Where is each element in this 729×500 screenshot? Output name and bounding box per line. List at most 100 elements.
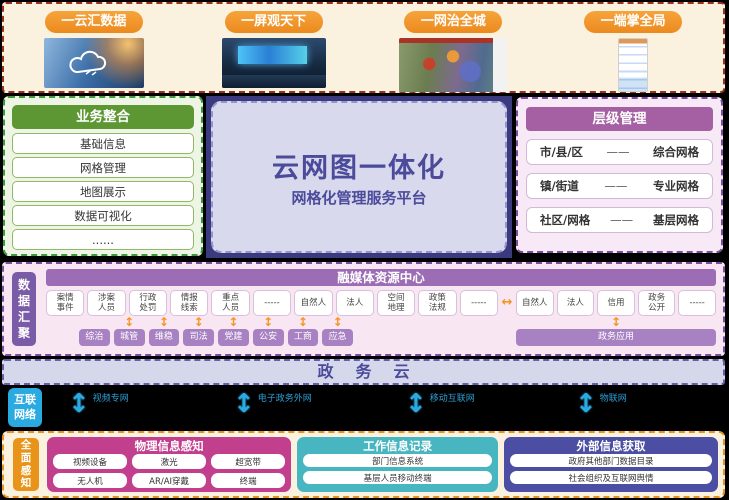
- hierarchy-rows: 市/县/区 —— 综合网格 镇/街道 —— 专业网格 社区/网格 —— 基层网格: [526, 131, 713, 241]
- updown-arrow-icon: ↕: [124, 315, 135, 329]
- work-item-dept-system: 部门信息系统: [303, 454, 492, 467]
- data-box-admin-penalty: 行政 处罚: [128, 290, 168, 316]
- top-button-screen-view[interactable]: 一屏观天下: [224, 11, 323, 33]
- data-box-credit: 信用: [597, 290, 635, 316]
- hierarchy-left-label: 镇/街道: [540, 179, 579, 193]
- cloud-data-image: [43, 38, 144, 88]
- data-aggregation-band: 数据汇聚 融媒体资源中心 案情 事件 涉案 人员 行政 处罚 情报 线索 重点 …: [2, 262, 725, 356]
- network-link-label: 视频专网: [92, 394, 129, 404]
- updown-arrow-icon: ↕: [68, 389, 90, 419]
- network-band: 互联网络 ↕ 视频专网 ↕ 电子政务外网 ↕ 移动互联网 ↕ 物联网: [0, 387, 729, 429]
- control-room-image: [221, 38, 326, 88]
- data-box-case-events: 案情 事件: [46, 290, 85, 316]
- hierarchy-right-label: 基层网格: [652, 213, 699, 227]
- app-column-gongshang: ↕ 工商: [287, 315, 319, 346]
- network-link-label: 电子政务外网: [257, 394, 312, 404]
- network-link-mobile: ↕ 移动互联网: [405, 387, 475, 421]
- network-link-egov: ↕ 电子政务外网: [233, 387, 312, 421]
- media-center-title: 融媒体资源中心: [46, 269, 716, 286]
- network-link-iot: ↕ 物联网: [575, 387, 627, 421]
- data-aggregation-label-text: 数据汇聚: [17, 277, 30, 341]
- top-button-grid-city[interactable]: 一网治全城: [404, 11, 503, 33]
- sensing-item-video: 视频设备: [53, 454, 128, 469]
- work-record-title: 工作信息记录: [363, 439, 433, 453]
- hierarchy-left-label: 社区/网格: [540, 213, 591, 227]
- top-button-mobile-app[interactable]: 一端掌全局: [584, 11, 683, 33]
- sensing-item-ar-ai: AR/AI穿戴: [132, 473, 207, 488]
- mobile-app-image: [618, 38, 649, 92]
- data-box-intel-clues: 情报 线索: [170, 290, 209, 316]
- network-link-video: ↕ 视频专网: [68, 387, 129, 421]
- data-box-spatial-geo: 空间 地理: [376, 290, 416, 316]
- app-box: 综治: [79, 329, 110, 346]
- physical-sensing-panel: 物理信息感知 视频设备 激光 超宽带 无人机 AR/AI穿戴 终端: [47, 437, 292, 492]
- updown-arrow-icon: ↕: [263, 315, 274, 329]
- work-item-mobile-terminal: 基层人员移动终端: [303, 471, 492, 484]
- app-box: 公安: [252, 329, 284, 346]
- updown-arrow-icon: ↕: [332, 315, 343, 329]
- app-column-sifa: ↕ 司法: [183, 316, 214, 346]
- hierarchy-left-label: 市/县/区: [540, 145, 583, 159]
- business-item-grid-mgmt: 网格管理: [12, 157, 194, 178]
- gov-app-column: ↕ 政务应用: [516, 316, 716, 346]
- updown-arrow-icon: ↕: [405, 389, 427, 419]
- left-right-arrow-icon: ↔: [501, 295, 513, 310]
- data-box-ellipsis: -----: [678, 290, 716, 316]
- network-label: 互联网络: [8, 388, 42, 427]
- data-aggregation-label: 数据汇聚: [12, 272, 36, 346]
- app-column-weiwen: ↕ 维稳: [148, 316, 180, 346]
- business-item-data-viz: 数据可视化: [12, 205, 194, 226]
- business-item-map-display: 地图展示: [12, 181, 194, 202]
- network-label-text: 互联网络: [14, 393, 36, 421]
- sensing-item-drone: 无人机: [53, 473, 128, 488]
- external-info-stack: 政府其他部门数据目录 社会组织及互联网舆情: [509, 454, 712, 488]
- dash-connector: ——: [606, 145, 630, 159]
- app-box: 党建: [218, 329, 249, 346]
- app-column-yingji: ↕ 应急: [322, 316, 353, 346]
- platform-title: 云网图一体化: [272, 153, 446, 184]
- hierarchy-right-label: 专业网格: [652, 179, 699, 193]
- updown-arrow-icon: ↕: [575, 389, 597, 419]
- work-record-stack: 部门信息系统 基层人员移动终端: [303, 454, 492, 488]
- app-box: 司法: [183, 329, 214, 346]
- app-box: 城管: [113, 329, 145, 346]
- physical-sensing-title: 物理信息感知: [134, 439, 204, 453]
- perception-band: 全面感知 物理信息感知 视频设备 激光 超宽带 无人机 AR/AI穿戴 终端 工…: [2, 431, 725, 498]
- external-info-title: 外部信息获取: [576, 439, 646, 453]
- sensing-item-laser: 激光: [132, 454, 207, 469]
- business-panel: 业务整合 基础信息 网格管理 地图展示 数据可视化 ......: [3, 96, 203, 256]
- app-column-dangjian: ↕ 党建: [218, 316, 249, 346]
- hierarchy-row-town: 镇/街道 —— 专业网格: [526, 173, 713, 199]
- app-box: 维稳: [148, 329, 180, 346]
- data-box-ellipsis: -----: [252, 290, 292, 316]
- perception-label: 全面感知: [13, 438, 39, 491]
- hierarchy-row-city: 市/县/区 —— 综合网格: [526, 139, 713, 165]
- sensing-item-terminal: 终端: [211, 473, 286, 488]
- data-box-legal-person: 法人: [335, 290, 374, 316]
- business-item-basic-info: 基础信息: [12, 133, 194, 154]
- top-banner: 一云汇数据 一屏观天下 一网治全城 一端掌全局: [2, 2, 725, 93]
- updown-arrow-icon: ↕: [228, 315, 239, 329]
- perception-label-text: 全面感知: [20, 438, 32, 490]
- platform-card: 云网图一体化 网格化管理服务平台: [211, 101, 507, 253]
- business-item-more: ......: [12, 229, 194, 250]
- platform-panel: 云网图一体化 网格化管理服务平台: [206, 96, 512, 258]
- gis-map-image: [399, 38, 508, 92]
- data-box-key-persons: 重点 人员: [211, 290, 250, 316]
- network-link-label: 移动互联网: [429, 394, 475, 404]
- top-column-screen: 一屏观天下: [184, 4, 364, 88]
- external-item-social-opinion: 社会组织及互联网舆情: [509, 471, 712, 484]
- right-white-boxes: 自然人 法人 信用 政务 公开 -----: [516, 290, 716, 316]
- updown-arrow-icon: ↕: [297, 315, 308, 329]
- top-column-mobile: 一端掌全局: [543, 4, 723, 92]
- top-column-grid-city: 一网治全城: [364, 4, 544, 92]
- top-button-cloud-data[interactable]: 一云汇数据: [44, 11, 143, 33]
- network-link-label: 物联网: [599, 394, 627, 404]
- sensing-item-uwb: 超宽带: [211, 454, 286, 469]
- app-box: 应急: [322, 329, 353, 346]
- left-white-boxes: 案情 事件 涉案 人员 行政 处罚 情报 线索 重点 人员 ----- 自然人 …: [46, 290, 498, 316]
- hierarchy-row-community: 社区/网格 —— 基层网格: [526, 207, 713, 233]
- top-column-cloud-data: 一云汇数据: [4, 4, 184, 88]
- hierarchy-title: 层级管理: [526, 107, 713, 131]
